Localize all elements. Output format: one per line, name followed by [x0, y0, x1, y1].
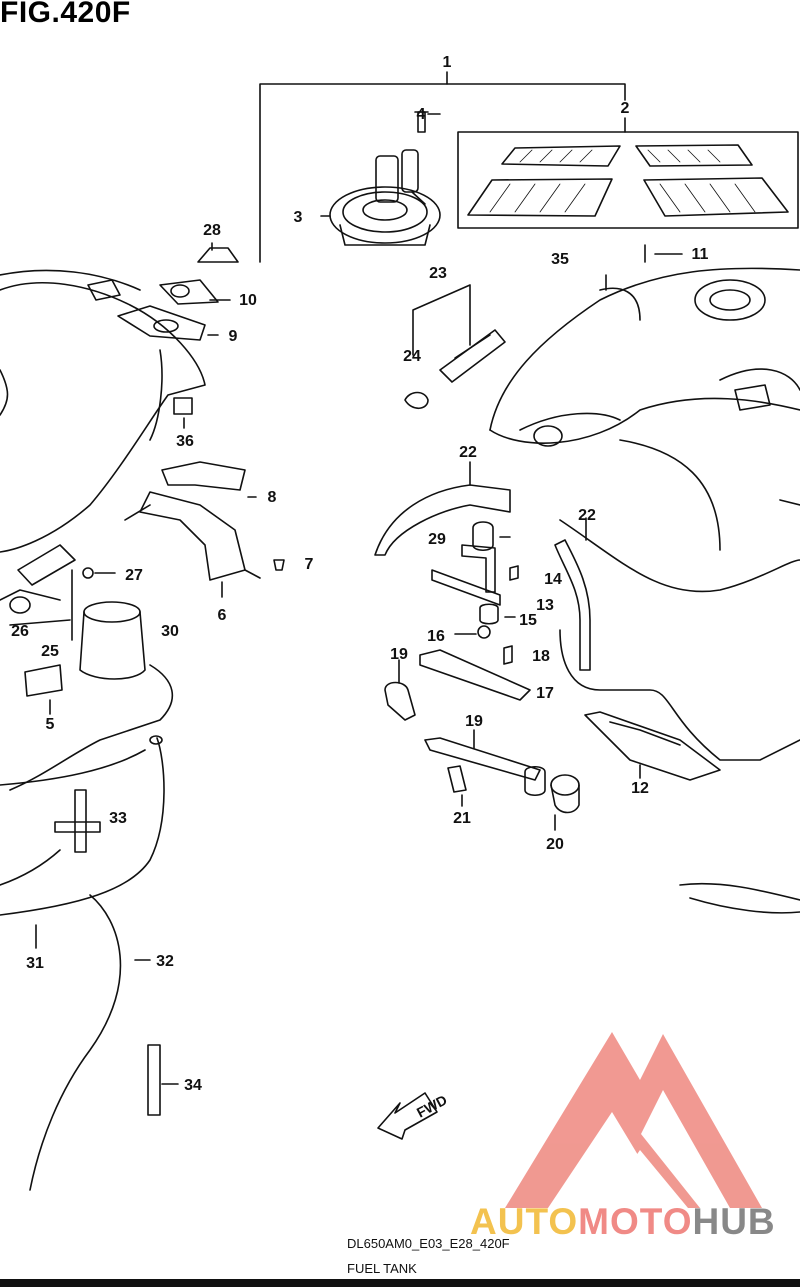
rubber-parts-middle	[404, 284, 506, 410]
part-callout-18: 18	[532, 648, 550, 665]
figure-code: DL650AM0_E03_E28_420F	[347, 1236, 510, 1251]
part-callout-19: 19	[390, 646, 408, 663]
watermark-auto: AUTO	[470, 1201, 579, 1242]
part-callout-32: 32	[156, 953, 174, 970]
part-callout-9: 9	[229, 328, 238, 345]
watermark-logo-icon	[505, 1032, 762, 1208]
part-callout-27: 27	[125, 567, 143, 584]
part-callout-10: 10	[239, 292, 257, 309]
watermark-moto: MOTO	[578, 1201, 693, 1242]
part-callout-34: 34	[184, 1077, 202, 1094]
part-callout-21: 21	[453, 810, 471, 827]
part-callout-31: 31	[26, 955, 44, 972]
part-callout-29: 29	[428, 531, 446, 548]
part-callout-22: 22	[578, 507, 596, 524]
part-callout-1: 1	[443, 54, 452, 71]
part-callout-19: 19	[465, 713, 483, 730]
figure-title: FIG.420F	[0, 0, 131, 29]
part-callout-36: 36	[176, 433, 194, 450]
part-callout-4: 4	[417, 106, 426, 123]
part-callout-3: 3	[294, 209, 303, 226]
part-callout-20: 20	[546, 836, 564, 853]
bottom-bar	[0, 1279, 800, 1287]
part-callout-16: 16	[427, 628, 445, 645]
part-callout-13: 13	[536, 597, 554, 614]
watermark-hub: HUB	[692, 1201, 776, 1242]
part-callout-17: 17	[536, 685, 554, 702]
part-callout-11: 11	[692, 246, 709, 263]
part-callout-35: 35	[551, 251, 569, 268]
hoses-left	[0, 664, 179, 1191]
part-callout-6: 6	[218, 607, 227, 624]
part-callout-26: 26	[11, 623, 29, 640]
part-callout-28: 28	[203, 222, 221, 239]
emblem-sticker-box	[457, 131, 799, 229]
fwd-arrow-icon	[377, 1092, 438, 1140]
fuel-cap-assembly	[320, 111, 441, 246]
left-tank-body	[0, 269, 206, 786]
part-callout-15: 15	[519, 612, 537, 629]
tank-bracket	[124, 461, 285, 598]
watermark-text: AUTOMOTOHUB	[470, 1201, 776, 1243]
part-callout-14: 14	[544, 571, 562, 588]
part-callout-22: 22	[459, 444, 477, 461]
part-callout-8: 8	[268, 489, 277, 506]
part-callout-2: 2	[621, 100, 630, 117]
part-callout-24: 24	[403, 348, 421, 365]
part-callout-12: 12	[631, 780, 649, 797]
part-callout-7: 7	[305, 556, 314, 573]
small-parts-left	[87, 242, 239, 429]
part-callout-33: 33	[109, 810, 127, 827]
part-callout-5: 5	[46, 716, 55, 733]
figure-name: FUEL TANK	[347, 1261, 417, 1276]
part-callout-25: 25	[41, 643, 59, 660]
rubber-parts-left	[9, 544, 146, 715]
part-callout-23: 23	[429, 265, 447, 282]
right-tank-body	[489, 244, 800, 593]
assembly-bracket-lines	[259, 71, 626, 263]
hoses-right	[374, 461, 800, 914]
part-callout-30: 30	[161, 623, 179, 640]
